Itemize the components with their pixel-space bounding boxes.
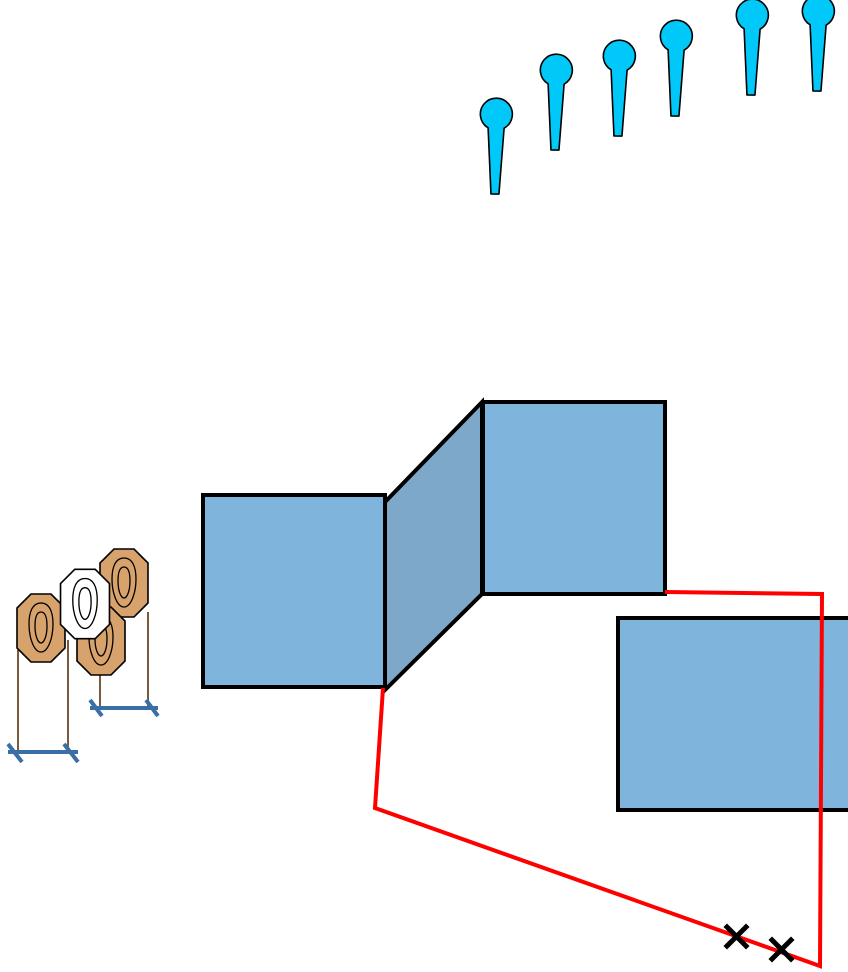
- x-mark-icon: [768, 936, 795, 963]
- popper-steel-icon: [478, 97, 514, 196]
- wall-middle: [481, 400, 667, 596]
- ipsc-no-shoot-target-icon: [59, 568, 111, 640]
- popper-steel-icon: [538, 53, 574, 152]
- popper-steel-icon: [734, 0, 770, 97]
- ipsc-target-icon: [16, 593, 66, 663]
- wall-right: [616, 616, 848, 812]
- steel-poppers: [478, 0, 836, 196]
- popper-steel-icon: [601, 39, 637, 138]
- fault-line: [372, 590, 825, 969]
- walls: [201, 397, 848, 812]
- popper-steel-icon: [658, 19, 694, 118]
- paper-target-array: [6, 548, 160, 764]
- target-stand-front: [6, 640, 80, 764]
- wall-connector-panel: [383, 397, 484, 695]
- wall-left: [201, 493, 387, 689]
- x-mark-icon: [723, 923, 750, 950]
- start-markers: [723, 923, 795, 963]
- popper-steel-icon: [800, 0, 836, 93]
